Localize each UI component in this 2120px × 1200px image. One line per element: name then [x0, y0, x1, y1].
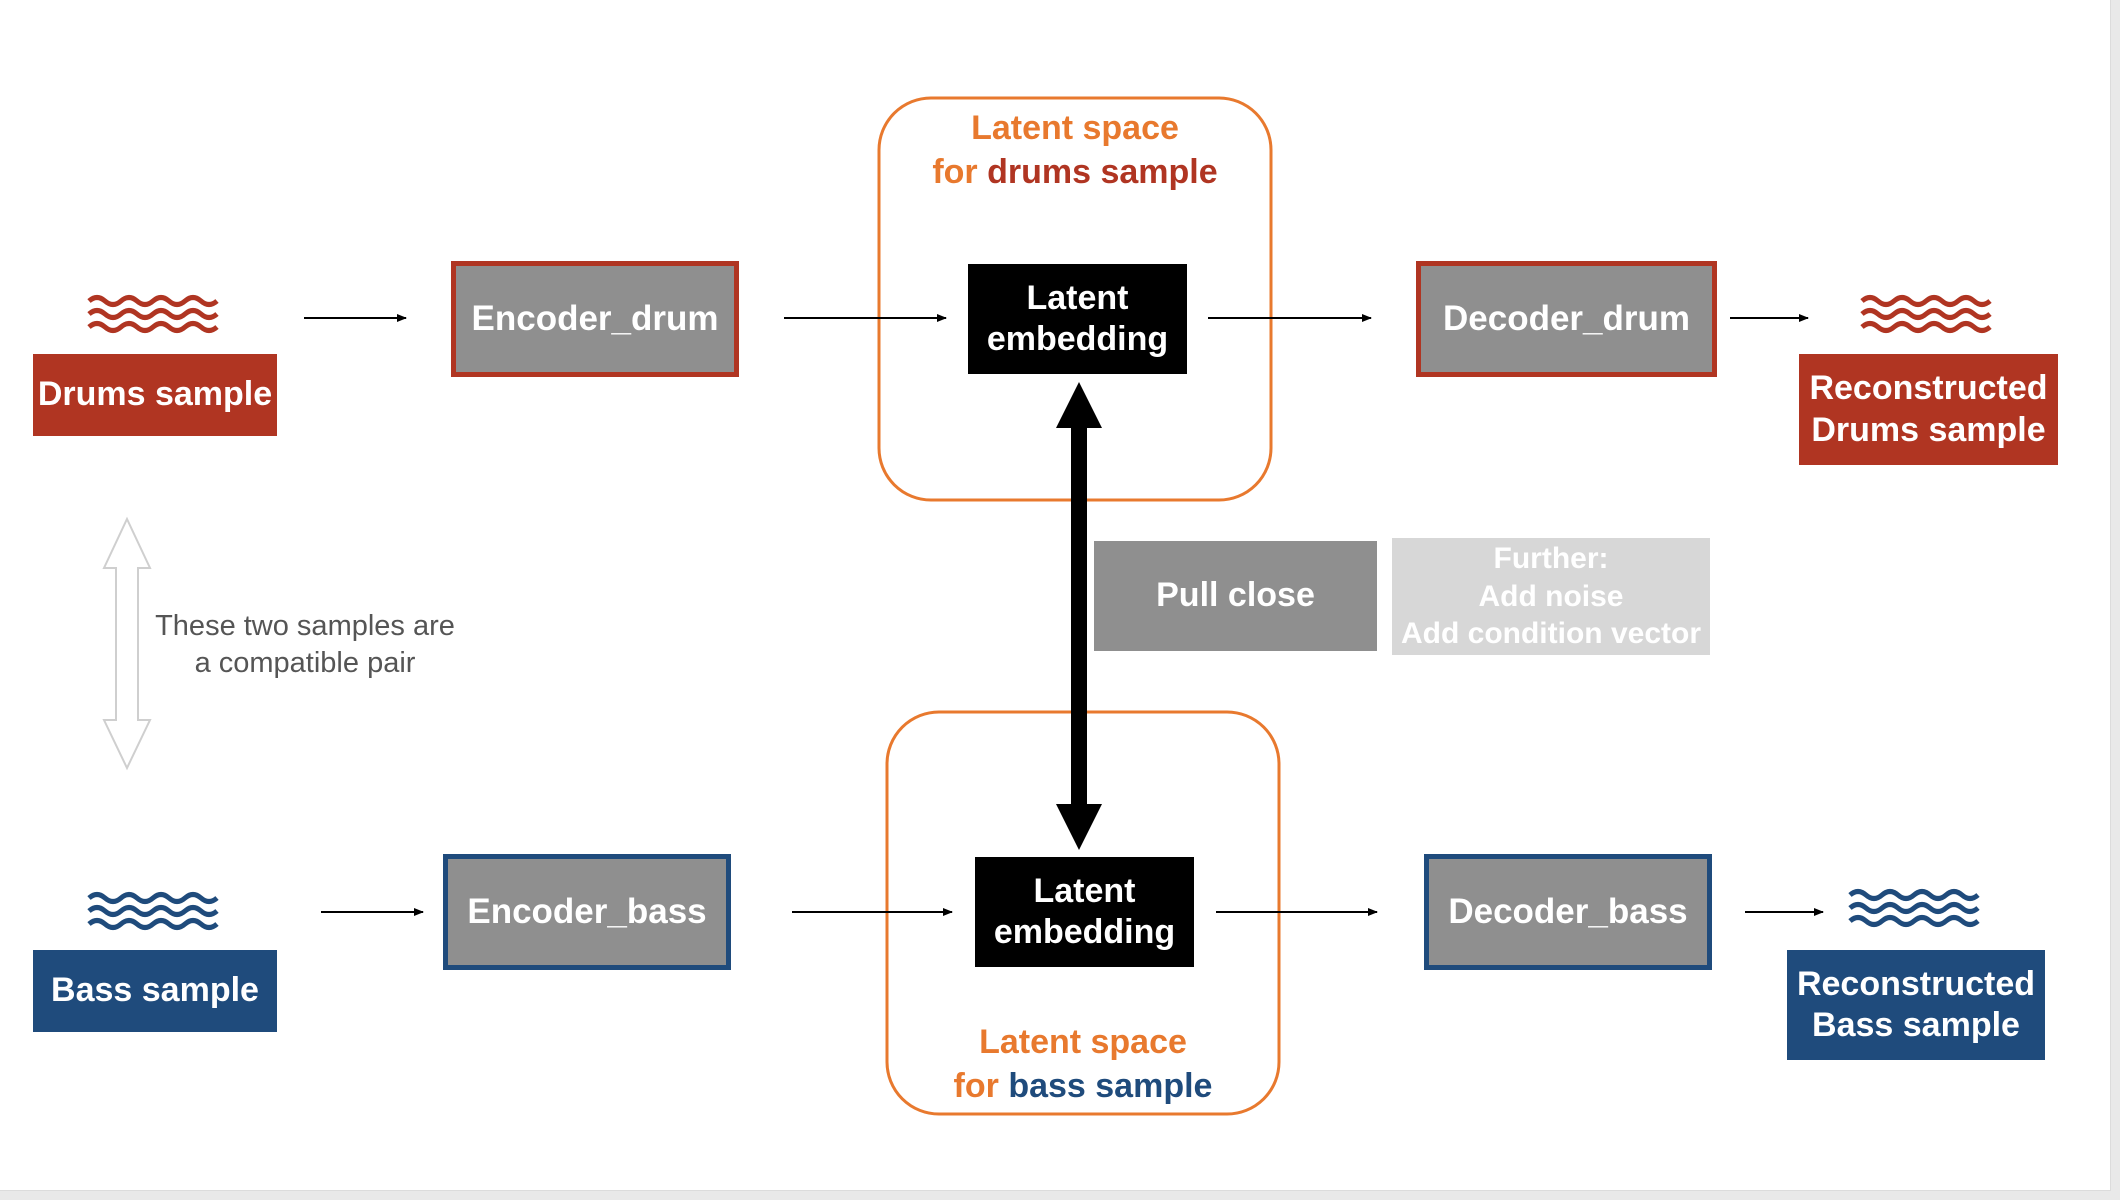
further-steps-note: Further: Add noise Add condition vector	[1392, 538, 1710, 655]
compatibility-note: These two samples are a compatible pair	[120, 608, 490, 682]
reconstructed-bass-sound-wave-icon	[1848, 889, 1980, 927]
reconstructed-drums-sound-wave-icon	[1860, 295, 1992, 333]
drums-space-line2: for drums sample	[879, 151, 1271, 195]
encoder-bass-block: Encoder_bass	[443, 854, 731, 970]
compatibility-line2: a compatible pair	[194, 647, 416, 680]
bass-space-line2: for bass sample	[887, 1065, 1279, 1109]
reconstructed-bass-line2: Bass sample	[1812, 1006, 2020, 1044]
bass-latent-line1: Latent	[1033, 871, 1136, 910]
bass-latent-space-title: Latent space for bass sample	[887, 1021, 1279, 1108]
bass-sound-wave-icon	[87, 892, 219, 930]
reconstructed-drums-line1: Reconstructed	[1809, 369, 2048, 408]
encoder-drum-block: Encoder_drum	[451, 261, 739, 377]
bass-space-prefix: for	[953, 1066, 999, 1105]
bass-latent-line2: embedding	[993, 913, 1176, 951]
decoder-bass-block: Decoder_bass	[1424, 854, 1712, 970]
drums-latent-embedding: Latent embedding	[968, 264, 1187, 374]
drums-sound-wave-icon	[87, 295, 219, 333]
further-line2: Add noise	[1478, 579, 1624, 613]
bass-latent-embedding: Latent embedding	[975, 857, 1194, 967]
drums-space-line1: Latent space	[971, 109, 1179, 147]
drums-space-highlight: drums sample	[987, 152, 1218, 191]
reconstructed-bass-line1: Reconstructed	[1796, 964, 2036, 1003]
bass-space-highlight: bass sample	[1008, 1066, 1213, 1105]
pull-close-double-arrow-icon	[1056, 382, 1102, 850]
reconstructed-drums-label: Reconstructed Drums sample	[1799, 354, 2058, 465]
further-line3: Add condition vector	[1401, 617, 1701, 651]
compatibility-line1: These two samples are	[155, 610, 455, 642]
bass-space-line1: Latent space	[979, 1023, 1187, 1061]
bass-sample-label: Bass sample	[33, 950, 277, 1032]
drums-space-prefix: for	[932, 152, 978, 191]
compatibility-double-arrow-icon	[102, 516, 152, 771]
drums-latent-space-title: Latent space for drums sample	[879, 107, 1271, 194]
pull-close-label: Pull close	[1094, 541, 1377, 651]
reconstructed-drums-line2: Drums sample	[1811, 410, 2046, 449]
further-line1: Further:	[1493, 542, 1609, 576]
drums-latent-line2: embedding	[986, 320, 1169, 358]
reconstructed-bass-label: Reconstructed Bass sample	[1787, 950, 2045, 1060]
drums-sample-label: Drums sample	[33, 354, 277, 436]
decoder-drum-block: Decoder_drum	[1416, 261, 1717, 377]
drums-latent-line1: Latent	[1026, 278, 1129, 317]
